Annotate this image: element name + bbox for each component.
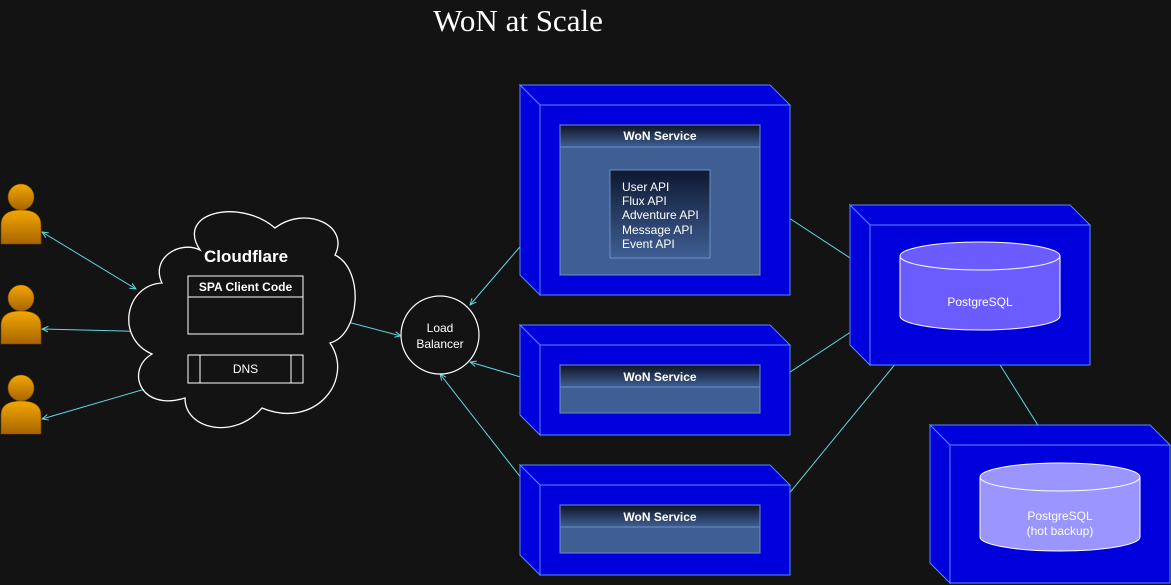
spa-client-code-box: SPA Client Code [187, 275, 304, 335]
database-backup-label-line2: (hot backup) [1027, 524, 1094, 538]
api-item: Flux API [622, 194, 667, 208]
connector-user1-cloudflare [42, 232, 136, 289]
load-balancer-label-line1: Load [427, 321, 454, 335]
service-node-3: WoN Service [518, 463, 792, 577]
page-title: WoN at Scale [433, 3, 603, 38]
cloudflare-label: Cloudflare [204, 247, 288, 266]
api-item: User API [622, 180, 669, 194]
service-node-1: WoN Service User API Flux API Adventure … [518, 83, 792, 297]
load-balancer: Load Balancer [400, 295, 480, 375]
user-icon [0, 374, 42, 435]
database-node-primary: PostgreSQL [848, 203, 1092, 367]
api-list-box [609, 169, 711, 259]
service-3-label: WoN Service [623, 510, 696, 524]
spa-client-code-label: SPA Client Code [199, 280, 293, 294]
user-icon [0, 284, 42, 345]
database-backup-label-line1: PostgreSQL [1027, 509, 1093, 523]
dns-box: DNS [187, 354, 304, 384]
service-2-label: WoN Service [623, 370, 696, 384]
connector-user3-cloudflare [42, 387, 152, 419]
database-primary-label: PostgreSQL [947, 295, 1013, 309]
load-balancer-label-line2: Balancer [416, 337, 463, 351]
user-icon [0, 183, 42, 245]
api-item: Message API [622, 223, 693, 237]
api-item: Event API [622, 237, 675, 251]
database-node-backup: PostgreSQL (hot backup) [928, 423, 1171, 585]
dns-label: DNS [233, 362, 258, 376]
database-cylinder-icon [979, 462, 1141, 552]
api-item: Adventure API [622, 208, 699, 222]
database-cylinder-icon [899, 241, 1061, 331]
cloudflare-cloud: Cloudflare SPA Client Code DNS [128, 211, 356, 429]
service-1-label: WoN Service [623, 129, 696, 143]
service-node-2: WoN Service [518, 323, 792, 437]
